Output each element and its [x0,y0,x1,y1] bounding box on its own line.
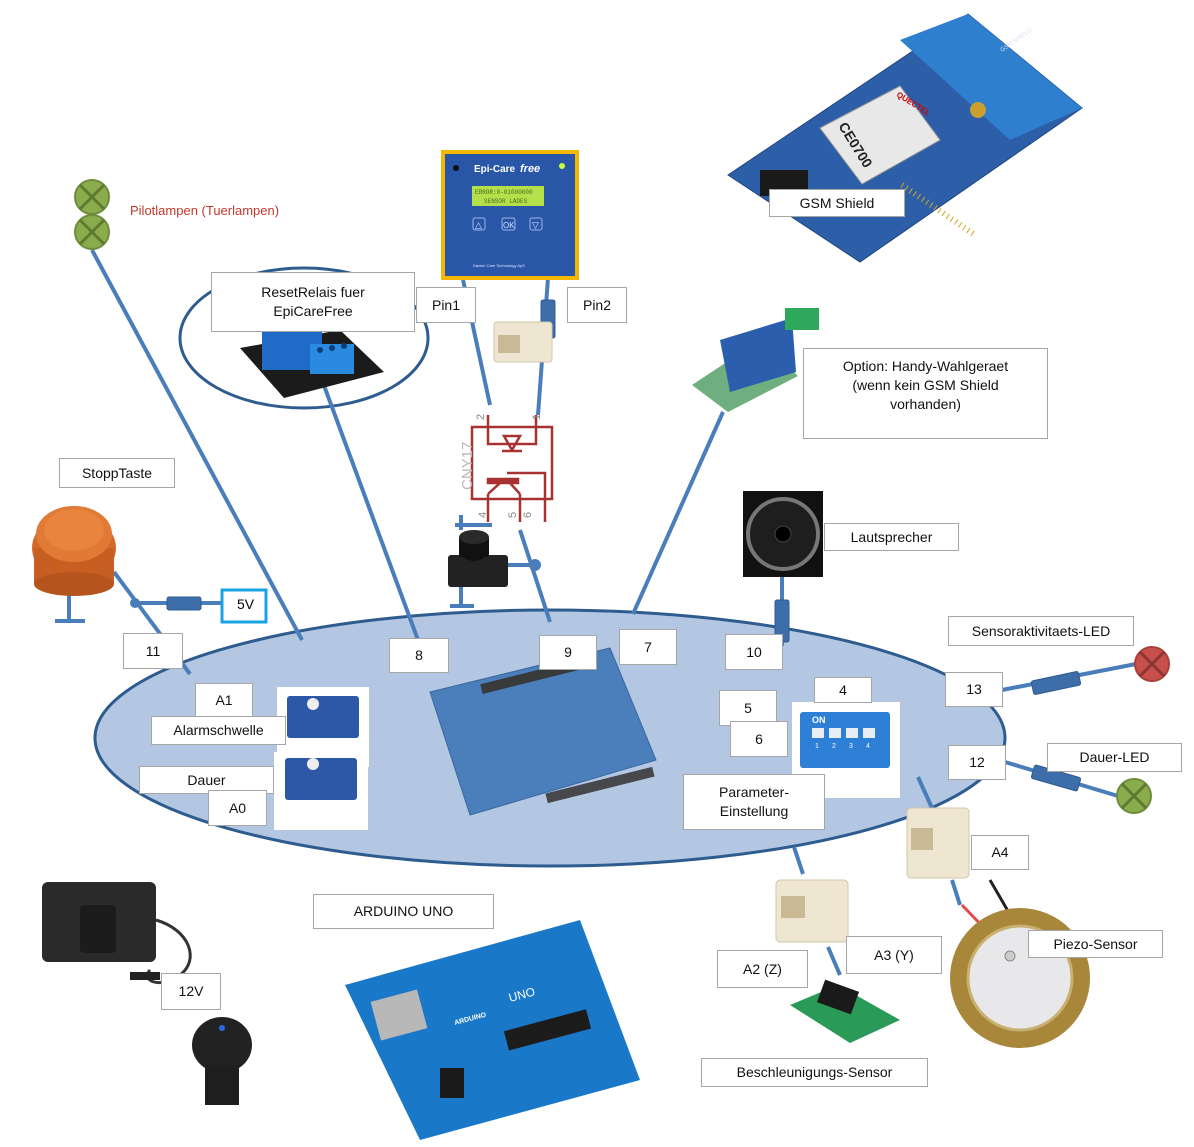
speaker-icon [743,491,823,577]
accel-sensor-label: Beschleunigungs-Sensor [701,1058,928,1087]
epicare-device [441,150,579,280]
stop-button-icon[interactable] [32,506,116,596]
pin-8-label: 8 [389,638,449,673]
resistor-led13 [1030,671,1082,695]
optocoupler-cny17 [470,415,554,522]
wire-opto-9 [518,529,552,623]
arduino-uno-label: ARDUINO UNO [313,894,494,929]
piezo-disc-icon [950,908,1090,1048]
rj45-coupler-icon [493,321,553,363]
a3-label: A3 (Y) [846,936,942,974]
alarmschwelle-label: Alarmschwelle [151,716,286,745]
dip-switch-num-4: 4 [866,743,870,750]
rocker-switch-icon[interactable] [192,1017,252,1105]
gsm-shield-board [727,13,1083,263]
lautsprecher-label: Lautsprecher [824,523,959,551]
proto-shield-board [429,647,657,816]
stopp-taste-label: StoppTaste [59,458,175,488]
a0-label: A0 [208,790,267,826]
wire-a3 [826,946,842,976]
wire-a4 [916,776,934,809]
wire-reset-relay [320,379,420,641]
dip-switch-num-3: 3 [849,743,853,750]
optocoupler-part-label: CNY17 [459,442,476,490]
epicare-up-button[interactable]: △ [475,221,482,231]
gsm-board-text: GSM SHIELD [1000,27,1034,54]
green-led-icon [1116,778,1152,814]
resistor-5v [166,596,202,611]
a2-label: A2 (Z) [717,950,808,988]
accelerometer-icon [790,979,900,1043]
handy-option-label: Option: Handy-Wahlgeraet (wenn kein GSM … [803,348,1048,439]
pin1-label: Pin1 [416,287,476,323]
epicare-lcd-line1: ERROR:0-01000000 [475,189,533,196]
pin2-label: Pin2 [567,287,627,323]
pilot-lamps-label: Pilotlampen (Tuerlampen) [130,203,280,218]
dauer-label: Dauer [139,766,274,794]
handy-relay-module-icon [692,308,819,412]
potentiometer-a0-icon [274,752,368,830]
opto-pin-5: 5 [507,512,519,518]
a4-label: A4 [971,835,1029,870]
epicare-maker: Danish Care Technology ApS [473,263,525,268]
pin-13-label: 13 [945,672,1003,707]
pin-4-label: 4 [814,677,872,703]
reset-relay-module-icon [240,330,384,398]
dip-switch-num-1: 1 [815,743,819,750]
junction-dot-button [529,559,541,571]
reset-relay-label: ResetRelais fuer EpiCareFree [211,272,415,332]
opto-pin-4: 4 [477,512,489,518]
power-5v-label: 5V [237,596,255,612]
wire-a4-piezo [950,879,962,906]
pin-12-label: 12 [948,745,1006,780]
wire-handy-7 [631,411,725,615]
a1-label: A1 [195,683,253,718]
reset-relay-circle [178,266,430,410]
dauer-led-label: Dauer-LED [1047,743,1182,772]
opto-pin-6: 6 [522,512,534,518]
pin-6-label: 6 [730,721,788,757]
pin-7-label: 7 [619,629,677,665]
rj45-coupler-a2-icon [775,879,849,943]
pin-9-label: 9 [539,635,597,670]
epicare-brand-suffix: free [520,163,540,175]
epicare-brand: Epi-Care [474,164,516,175]
epicare-down-button[interactable]: ▽ [532,221,539,231]
dip-switch-on-text: ON [812,715,826,725]
epicare-lcd-line2: SENSOR LADES [484,198,528,205]
pin-5-label: 5 [719,690,777,726]
red-led-icon [1134,646,1170,682]
pilot-lamp-icon [74,179,110,250]
uno-model-text: UNO [507,984,536,1004]
wire-pilot-lamps [90,249,304,641]
piezo-sensor-label: Piezo-Sensor [1028,930,1163,958]
pin-11-label: 11 [123,633,183,669]
dip-switch-icon[interactable] [792,702,900,798]
pin-10-label: 10 [725,634,783,670]
power-adapter-icon [42,882,192,985]
tactile-button-icon[interactable] [448,530,508,587]
opto-pin-2: 2 [475,414,487,420]
arduino-uno-board [345,920,640,1140]
power-12v-label: 12V [161,973,221,1010]
gsm-shield-label: GSM Shield [769,189,905,217]
opto-pin-1: 1 [531,414,543,420]
rj45-coupler-a4-icon [906,807,970,879]
sensor-led-label: Sensoraktivitaets-LED [948,616,1134,646]
junction-dot-stopp [130,598,140,608]
power-5v-box [220,588,268,624]
parameter-label: Parameter- Einstellung [683,774,825,830]
epicare-ok-button[interactable]: OK [503,221,515,230]
dip-switch-num-2: 2 [832,743,836,750]
wire-a2 [792,846,805,875]
